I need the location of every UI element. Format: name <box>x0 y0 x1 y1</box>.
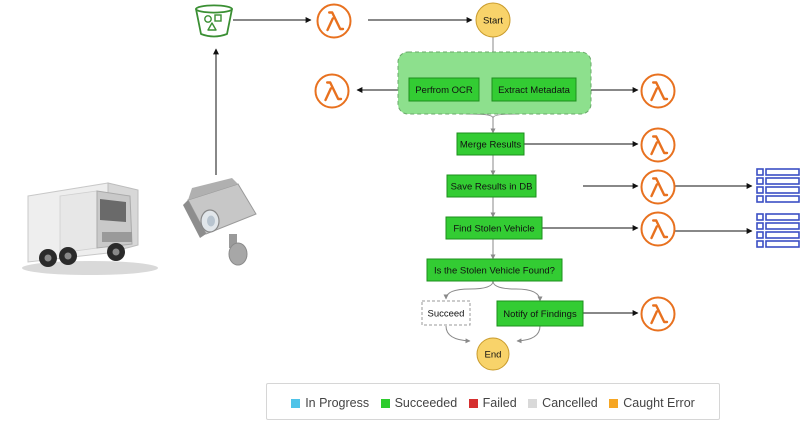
succeed-state[interactable]: Succeed <box>421 300 471 326</box>
legend-caught-error: Caught Error <box>609 396 695 410</box>
s3-bucket-icon <box>195 4 233 38</box>
dynamodb-table-icon <box>756 213 800 248</box>
legend-succeeded: Succeeded <box>380 396 458 410</box>
lambda-icon <box>316 3 352 39</box>
legend-swatch <box>380 399 390 408</box>
extract-metadata-state[interactable]: Extract Metadata <box>491 77 577 102</box>
legend-failed: Failed <box>468 396 517 410</box>
lambda-icon <box>640 127 676 163</box>
legend-label: Failed <box>482 396 517 410</box>
find-stolen-vehicle-label: Find Stolen Vehicle <box>453 224 534 235</box>
legend-swatch <box>609 399 619 408</box>
end-node[interactable]: End <box>476 337 510 371</box>
lambda-icon <box>640 73 676 109</box>
legend-label: Caught Error <box>623 396 695 410</box>
legend-swatch <box>528 399 538 408</box>
succeed-label: Succeed <box>428 309 465 320</box>
dynamodb-table-icon <box>756 168 800 203</box>
choice-state[interactable]: Is the Stolen Vehicle Found? <box>426 258 563 282</box>
lambda-icon <box>314 73 350 109</box>
merge-results-label: Merge Results <box>460 140 521 151</box>
save-results-label: Save Results in DB <box>451 182 533 193</box>
start-node[interactable]: Start <box>475 2 511 38</box>
lambda-icon <box>640 211 676 247</box>
legend-label: Succeeded <box>394 396 458 410</box>
choice-label: Is the Stolen Vehicle Found? <box>434 266 555 277</box>
lambda-icon <box>640 169 676 205</box>
legend-swatch <box>291 399 301 408</box>
perform-ocr-state[interactable]: Perfrom OCR <box>408 77 480 102</box>
lambda-icon <box>640 296 676 332</box>
status-legend: In Progress Succeeded Failed Cancelled C… <box>266 383 720 420</box>
legend-cancelled: Cancelled <box>528 396 598 410</box>
end-label: End <box>485 350 502 361</box>
legend-swatch <box>468 399 478 408</box>
merge-results-state[interactable]: Merge Results <box>456 132 525 156</box>
notify-findings-label: Notify of Findings <box>503 309 577 320</box>
camera-icon <box>183 178 257 266</box>
save-results-state[interactable]: Save Results in DB <box>446 174 537 198</box>
perform-ocr-label: Perfrom OCR <box>415 85 473 96</box>
truck-icon <box>22 182 158 275</box>
notify-findings-state[interactable]: Notify of Findings <box>496 300 584 327</box>
start-label: Start <box>483 16 503 27</box>
extract-metadata-label: Extract Metadata <box>498 85 571 96</box>
legend-label: In Progress <box>305 396 370 410</box>
find-stolen-vehicle-state[interactable]: Find Stolen Vehicle <box>445 216 543 240</box>
legend-in-progress: In Progress <box>291 396 369 410</box>
legend-label: Cancelled <box>542 396 598 410</box>
